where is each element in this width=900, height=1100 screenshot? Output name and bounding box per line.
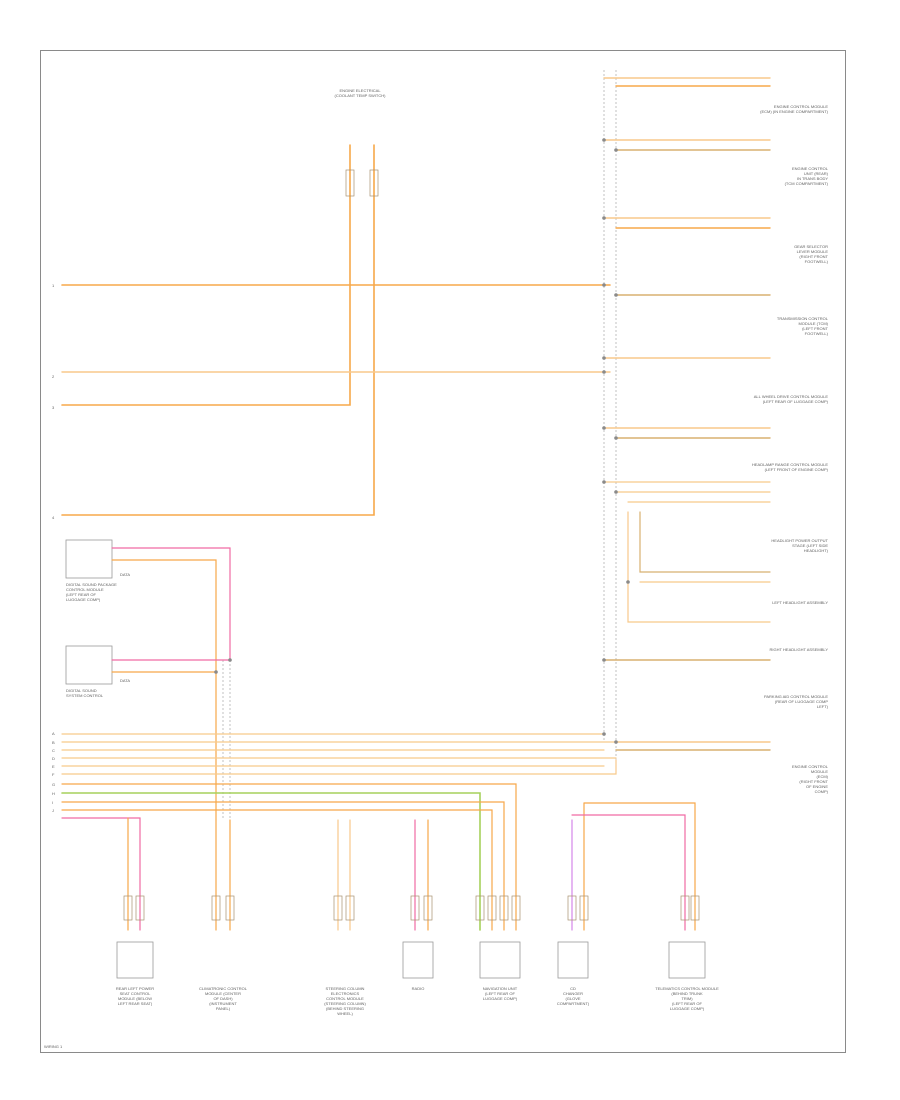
left-component-1-box <box>65 539 113 579</box>
bottom-component-6-box <box>557 941 589 979</box>
connector-block <box>579 895 589 921</box>
connector-block <box>690 895 700 921</box>
connector-block <box>511 895 521 921</box>
wire-bottom-7 <box>61 783 517 931</box>
wire-r13 <box>639 511 771 573</box>
splice-dot <box>228 658 232 662</box>
right-label-6: HEADLAMP RANGE CONTROL MODULE (LEFT FRON… <box>751 462 828 472</box>
splice-dot <box>602 370 606 374</box>
connector-block <box>410 895 420 921</box>
right-label-7: HEADLIGHT POWER OUTPUT STAGE (LEFT SIDE … <box>771 538 828 553</box>
left-pin-1: 1 <box>52 283 55 288</box>
splice-dot <box>602 283 606 287</box>
bottom-pin-f: F <box>52 772 55 777</box>
connector-block <box>345 169 355 197</box>
bottom-pin-i: I <box>52 800 54 805</box>
splice-dot <box>602 138 606 142</box>
splice-dot <box>602 480 606 484</box>
connector-block <box>345 895 355 921</box>
bottom-component-5-label: NAVIGATION UNIT (LEFT REAR OF LUGGAGE CO… <box>482 986 518 1001</box>
left-component-2-label: DIGITAL SOUND SYSTEM CONTROL <box>66 688 104 698</box>
wire-top-1 <box>61 144 351 406</box>
connector-block <box>225 895 235 921</box>
connector-block <box>135 895 145 921</box>
bottom-component-7-label: TELEMATICS CONTROL MODULE (BEHIND TRUNK … <box>655 986 719 1011</box>
left-pin-4: 4 <box>52 515 55 520</box>
left-component-1-label: DIGITAL SOUND PACKAGE CONTROL MODULE (LE… <box>66 582 117 602</box>
wire-r12 <box>627 511 771 623</box>
right-label-4: TRANSMISSION CONTROL MODULE (TCM) (LEFT … <box>776 316 828 336</box>
bottom-component-1-label: REAR LEFT POWER SEAT CONTROL MODULE (BEL… <box>115 986 155 1006</box>
right-label-11: ENGINE CONTROL MODULE (ECM) (RIGHT FRONT… <box>791 764 828 794</box>
splice-dot <box>626 580 630 584</box>
splice-dot <box>614 293 618 297</box>
splice-dot <box>602 356 606 360</box>
connector-block <box>567 895 577 921</box>
bottom-component-2-label: CLIMATRONIC CONTROL MODULE (CENTER OF DA… <box>199 986 247 1011</box>
left-pin-2: 2 <box>52 374 55 379</box>
bottom-pin-a: A <box>52 731 55 736</box>
bottom-component-6-label: CD CHANGER (GLOVE COMPARTMENT) <box>556 986 590 1006</box>
diagram-title: ENGINE ELECTRICAL (COOLANT TEMP SWITCH) <box>334 88 386 98</box>
right-label-10: PARKING AID CONTROL MODULE (REAR OF LUGG… <box>763 694 828 709</box>
wire-green <box>61 792 481 931</box>
splice-dot <box>614 490 618 494</box>
splice-dot <box>602 658 606 662</box>
bottom-pin-j: J <box>52 808 54 813</box>
bottom-component-4-box <box>402 941 434 979</box>
wire-pink-1 <box>111 547 231 661</box>
splice-dot <box>614 436 618 440</box>
connector-block <box>123 895 133 921</box>
splice-dot <box>614 148 618 152</box>
wire-top-2 <box>61 144 375 516</box>
wire-bottom-9 <box>61 809 493 931</box>
connector-block <box>333 895 343 921</box>
right-label-8: LEFT HEADLIGHT ASSEMBLY <box>772 600 828 605</box>
connector-block <box>369 169 379 197</box>
bottom-pin-c: C <box>52 748 55 753</box>
connector-block <box>423 895 433 921</box>
right-label-3: GEAR SELECTOR LEVER MODULE (RIGHT FRONT … <box>794 244 828 264</box>
wire-drop-9 <box>583 802 696 931</box>
bottom-component-7-box <box>668 941 706 979</box>
right-label-5: ALL WHEEL DRIVE CONTROL MODULE (LEFT REA… <box>753 394 828 404</box>
splice-dot <box>214 670 218 674</box>
splice-dot <box>602 732 606 736</box>
right-label-9: RIGHT HEADLIGHT ASSEMBLY <box>769 647 828 652</box>
splice-dot <box>602 426 606 430</box>
bottom-pin-h: H <box>52 791 55 796</box>
left-component-2-mark: DATA <box>120 678 131 683</box>
splice-dot <box>602 216 606 220</box>
bottom-pin-b: B <box>52 740 55 745</box>
wire-bottom-6 <box>61 759 617 775</box>
wire-orange-1 <box>111 559 217 821</box>
bottom-component-5-box <box>479 941 521 979</box>
diagram-frame <box>40 50 846 1053</box>
connector-block <box>475 895 485 921</box>
right-label-2: ENGINE CONTROL UNIT (REAR) IN TRANS BODY… <box>784 166 828 186</box>
connector-block <box>487 895 497 921</box>
connector-block <box>211 895 221 921</box>
bottom-component-4-label: RADIO <box>411 986 425 991</box>
connector-block <box>680 895 690 921</box>
right-label-1: ENGINE CONTROL MODULE (ECM) (IN ENGINE C… <box>760 104 828 114</box>
left-pin-3: 3 <box>52 405 55 410</box>
splice-dot <box>614 740 618 744</box>
left-component-2-box <box>65 645 113 685</box>
bottom-component-3-label: STEERING COLUMN ELECTRONICS CONTROL MODU… <box>324 986 366 1016</box>
left-component-1-mark: DATA <box>120 572 131 577</box>
bottom-pin-d: D <box>52 756 55 761</box>
bottom-pin-e: E <box>52 764 55 769</box>
connector-block <box>499 895 509 921</box>
wire-pink-3 <box>61 817 141 931</box>
bottom-component-1-box <box>116 941 154 979</box>
bottom-pin-g: G <box>52 782 56 787</box>
wire-bottom-8 <box>61 801 505 931</box>
wire-drop-10 <box>571 814 686 931</box>
page-reference: WIRING 1 <box>44 1044 63 1049</box>
